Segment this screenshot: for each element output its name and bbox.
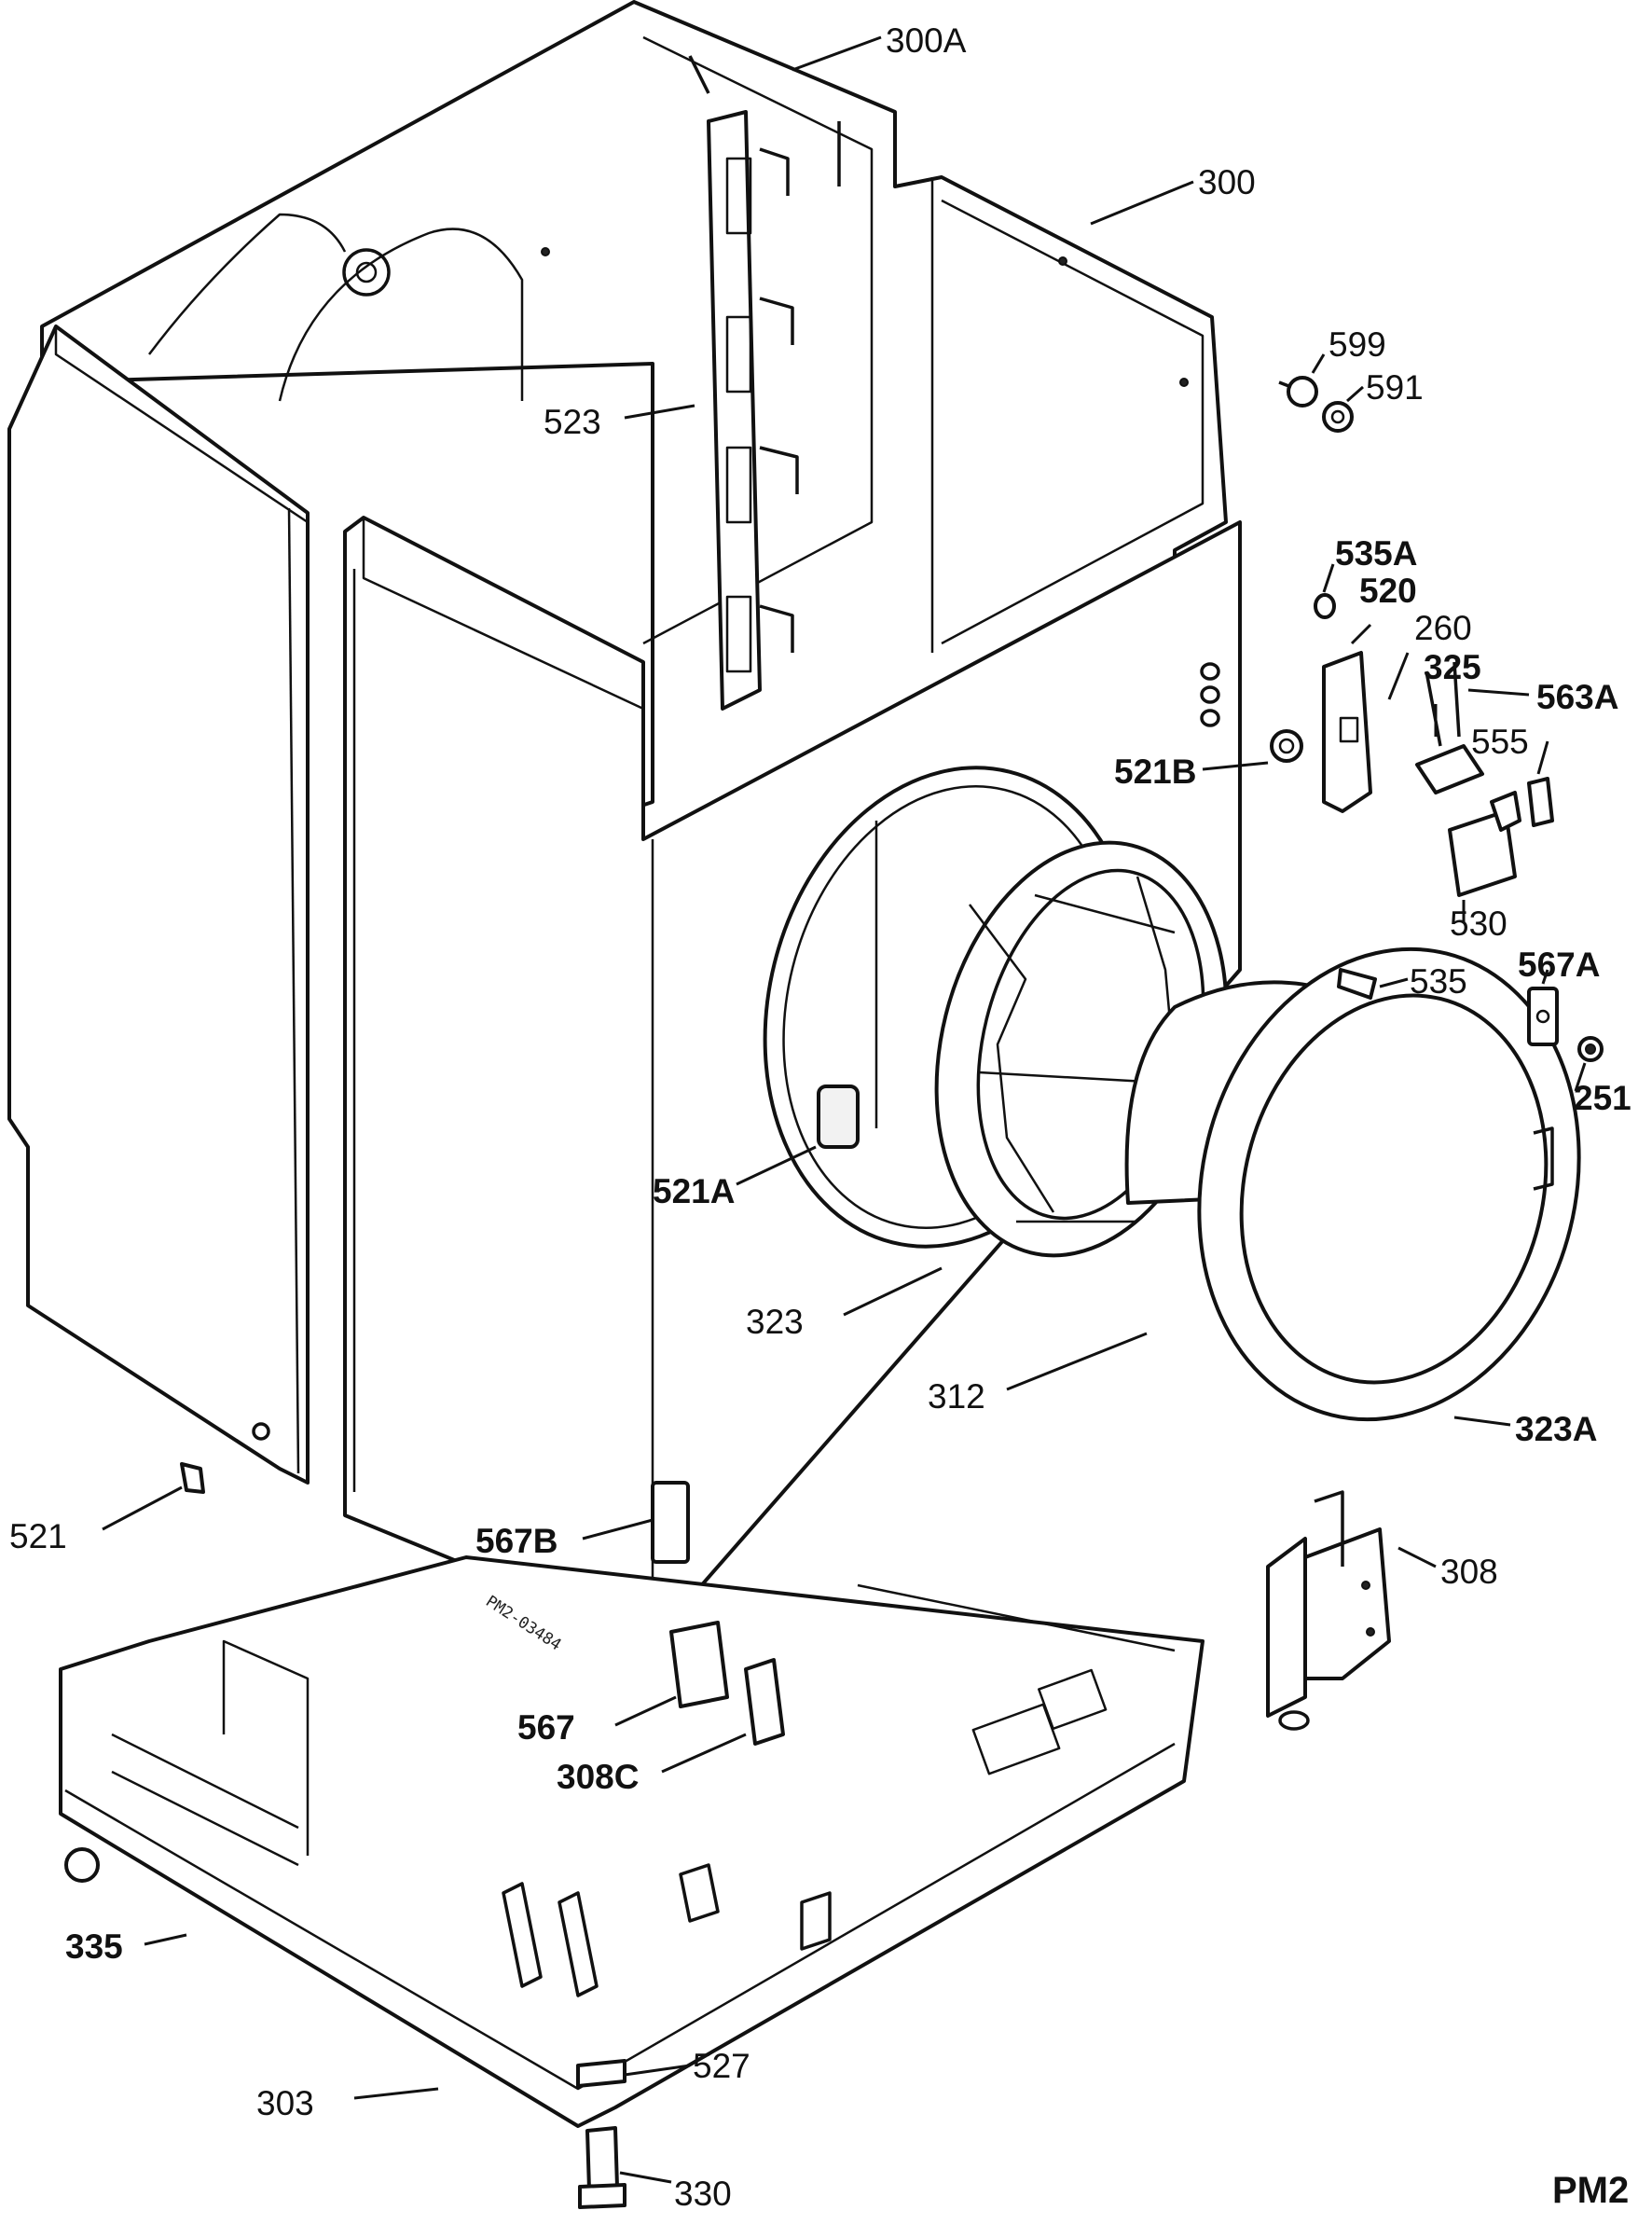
label-323a: 323A [1515,1410,1597,1448]
label-555: 555 [1471,723,1529,761]
label-530: 530 [1450,905,1507,943]
label-591: 591 [1366,368,1424,407]
label-563a: 563A [1536,678,1618,716]
label-521a: 521A [653,1172,735,1210]
label-300: 300 [1198,163,1256,201]
rear-rail [707,110,799,711]
part-labels: 300A 300 599 591 523 535A 520 260 325 56… [9,21,1631,2213]
label-567b: 567B [475,1522,558,1560]
label-312: 312 [928,1377,985,1416]
label-308: 308 [1440,1553,1498,1591]
label-260: 260 [1414,609,1472,647]
label-303: 303 [256,2084,314,2122]
page-code: PM2 [1552,2170,1629,2211]
label-300a: 300A [886,21,967,60]
label-599: 599 [1328,325,1386,364]
label-535a: 535A [1335,534,1417,573]
label-520: 520 [1359,572,1417,610]
label-251: 251 [1574,1079,1631,1117]
label-567: 567 [517,1708,575,1747]
label-330: 330 [674,2175,732,2213]
label-323: 323 [746,1303,804,1341]
label-308c: 308C [557,1758,639,1796]
label-335: 335 [65,1927,123,1966]
small-parts [64,376,1604,2209]
label-527: 527 [693,2047,750,2085]
leader-lines [102,35,1587,2184]
left-side-panel [7,325,310,1485]
door-ring [1124,946,1581,1422]
door-hinge [1266,1490,1391,1731]
label-521: 521 [9,1517,67,1555]
base-frame [59,1555,1205,2128]
label-521b: 521B [1114,753,1196,791]
label-535: 535 [1410,962,1467,1001]
label-567a: 567A [1518,946,1600,984]
label-325: 325 [1424,648,1481,686]
label-523: 523 [544,403,601,441]
